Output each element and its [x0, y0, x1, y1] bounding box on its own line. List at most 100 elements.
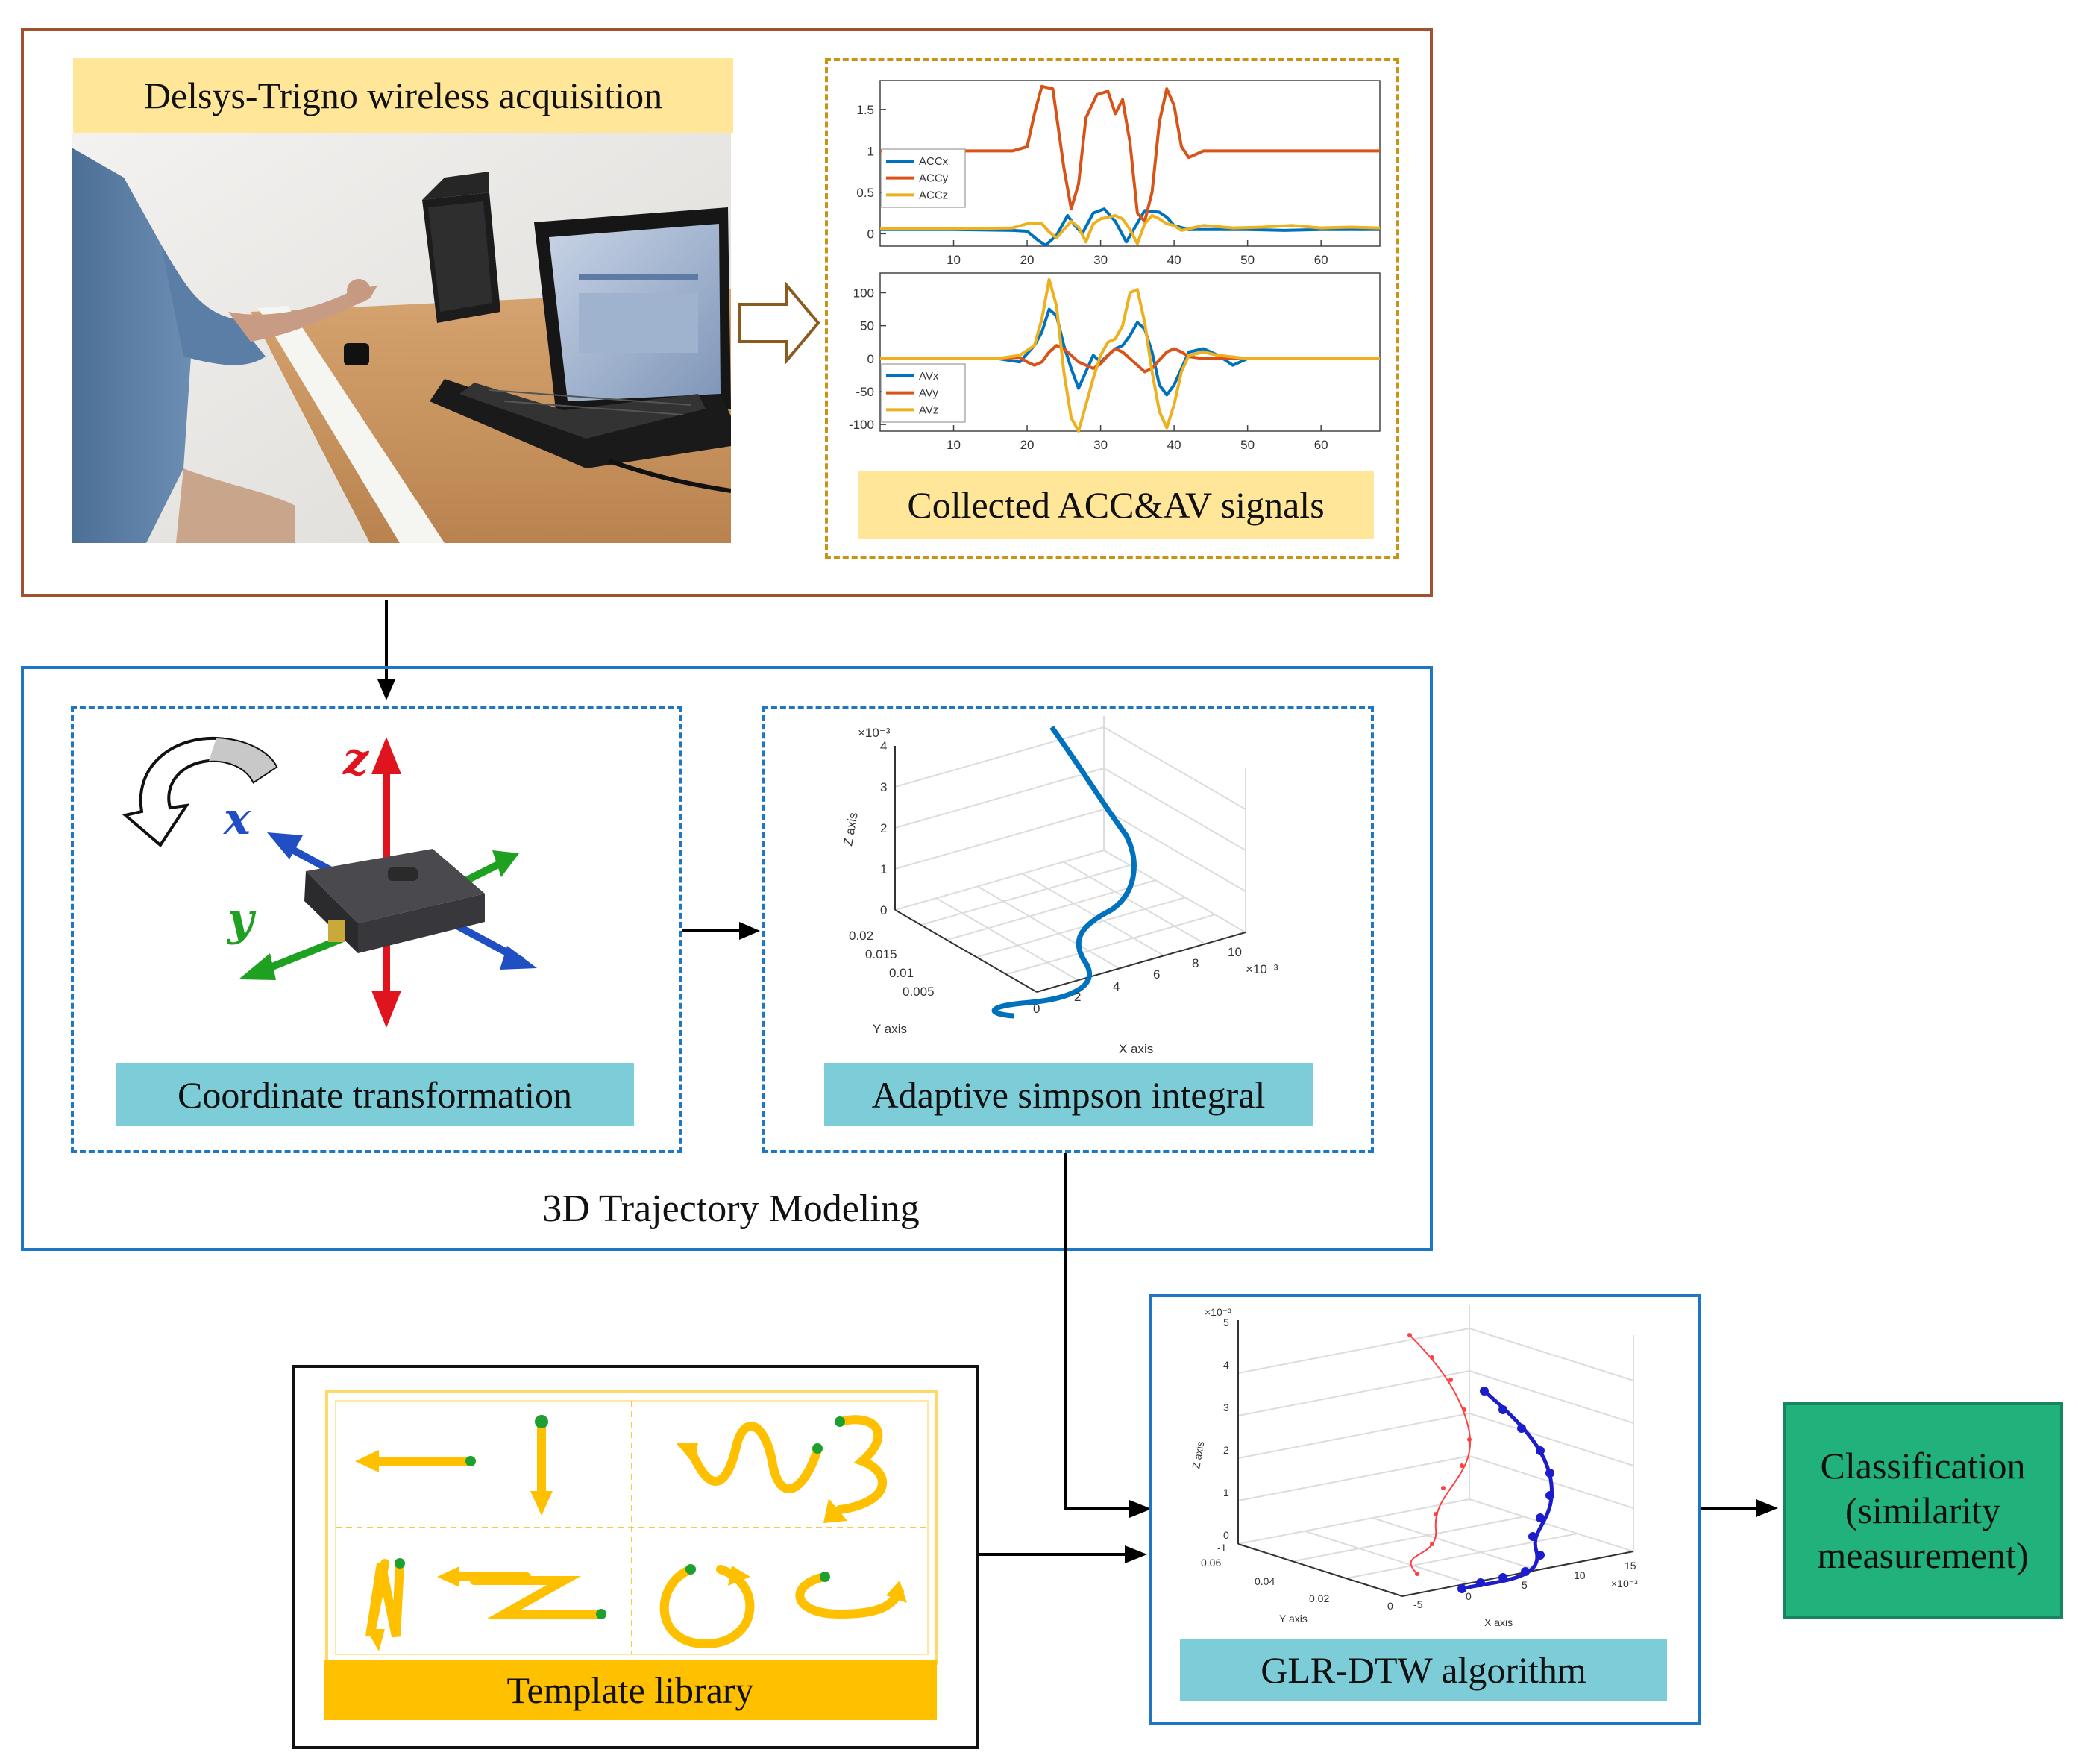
svg-text:×10⁻³: ×10⁻³	[1611, 1578, 1638, 1589]
x-tick-label: 30	[1093, 438, 1108, 452]
y-tick-label: 1.5	[856, 103, 874, 117]
x-tick-label: 50	[1240, 438, 1255, 452]
trajectory-3d-plot: ×10⁻³ 4 3 2 1 0 0.02 0.015 0.01 0.005 0 …	[841, 716, 1278, 1056]
x-tick-label: 40	[1167, 253, 1181, 267]
svg-text:Z axis: Z axis	[1190, 1440, 1206, 1470]
svg-text:1: 1	[880, 862, 887, 876]
svg-text:5: 5	[1223, 1316, 1229, 1328]
arrow-down-icon	[530, 1491, 553, 1516]
svg-text:2: 2	[1074, 990, 1081, 1004]
series-line-avy	[880, 344, 1380, 374]
modeling-panel	[21, 666, 1433, 1251]
svg-text:0: 0	[1466, 1590, 1472, 1602]
template-grid	[325, 1390, 938, 1665]
x-tick-label: 60	[1314, 253, 1328, 267]
svg-text:15: 15	[1625, 1560, 1636, 1572]
svg-text:0.01: 0.01	[889, 966, 914, 980]
svg-text:4: 4	[880, 739, 887, 753]
svg-text:X axis: X axis	[1119, 1042, 1153, 1056]
y-tick-label: 50	[860, 319, 874, 333]
acquisition-panel	[21, 28, 1433, 597]
svg-text:5: 5	[1522, 1579, 1528, 1591]
connector-coord-to-simpson	[682, 922, 760, 940]
svg-text:×10⁻³: ×10⁻³	[1205, 1306, 1231, 1318]
classification-line-3: measurement)	[1817, 1534, 2029, 1576]
svg-text:×10⁻³: ×10⁻³	[1246, 962, 1278, 976]
glr-panel	[1149, 1294, 1701, 1725]
svg-text:X axis: X axis	[1484, 1616, 1513, 1628]
template-panel	[292, 1365, 979, 1749]
y-tick-label: 0.5	[856, 186, 874, 200]
svg-text:0: 0	[880, 903, 887, 917]
y-tick-label: 0	[867, 352, 874, 366]
legend-label: AVx	[919, 370, 939, 383]
x-tick-label: 10	[947, 253, 961, 267]
series-line-accx	[880, 207, 1380, 247]
sensor-axes-illustration: z x y	[122, 733, 537, 1028]
svg-text:4: 4	[1113, 979, 1120, 994]
legend-label: ACCx	[919, 155, 949, 168]
x-tick-label: 30	[1093, 253, 1108, 267]
right-arrow-hollow-icon	[738, 282, 820, 364]
connector-template-to-glr	[979, 1545, 1147, 1563]
legend-label: AVy	[919, 387, 938, 400]
svg-text:z: z	[342, 733, 370, 785]
classification-line-2: (similarity	[1845, 1490, 2001, 1531]
x-tick-label: 40	[1167, 438, 1181, 452]
series-line-avz	[880, 277, 1380, 433]
svg-text:1: 1	[1223, 1487, 1229, 1498]
x-tick-label: 20	[1020, 438, 1035, 452]
svg-text:0.04: 0.04	[1255, 1575, 1275, 1587]
simpson-panel	[762, 706, 1374, 1153]
svg-text:0.015: 0.015	[865, 947, 897, 961]
svg-text:3: 3	[1223, 1402, 1229, 1413]
svg-text:2: 2	[1223, 1444, 1229, 1456]
svg-text:×10⁻³: ×10⁻³	[858, 726, 891, 740]
wrist-sensor	[344, 343, 369, 365]
query-trajectory	[1409, 1334, 1472, 1575]
legend-label: AVz	[919, 404, 938, 416]
y-tick-label: -50	[856, 385, 874, 399]
y-tick-label: -100	[849, 418, 874, 432]
arrow-left-icon	[355, 1450, 379, 1472]
template-trajectory	[1461, 1390, 1554, 1591]
y-tick-label: 0	[867, 227, 874, 241]
legend-label: ACCz	[919, 189, 948, 201]
simpson-label: Adaptive simpson integral	[824, 1063, 1313, 1126]
x-tick-label: 10	[947, 438, 961, 452]
svg-text:0.02: 0.02	[849, 929, 873, 943]
svg-text:-5: -5	[1413, 1598, 1423, 1610]
acquisition-photo	[72, 133, 731, 543]
svg-text:y: y	[226, 894, 257, 946]
svg-text:3: 3	[880, 780, 887, 794]
svg-text:8: 8	[1192, 956, 1199, 970]
svg-text:10: 10	[1228, 945, 1242, 959]
svg-text:Z axis: Z axis	[841, 812, 861, 847]
glr-label: GLR-DTW algorithm	[1180, 1639, 1667, 1701]
coord-panel	[71, 706, 682, 1153]
svg-text:0.02: 0.02	[1309, 1592, 1329, 1604]
x-tick-label: 20	[1020, 253, 1035, 267]
template-label: Template library	[324, 1660, 937, 1720]
svg-text:0: 0	[1387, 1600, 1393, 1612]
signals-panel	[825, 58, 1399, 559]
y-tick-label: 1	[867, 144, 874, 158]
modeling-title: 3D Trajectory Modeling	[542, 1187, 920, 1230]
classification-box: Classification (similarity measurement)	[1783, 1402, 2063, 1619]
svg-text:6: 6	[1153, 967, 1160, 982]
connector-glr-to-classification	[1701, 1499, 1778, 1517]
svg-text:0.06: 0.06	[1201, 1557, 1221, 1569]
svg-text:0: 0	[1033, 1002, 1040, 1016]
svg-text:-1: -1	[1217, 1542, 1227, 1554]
series-line-accy	[880, 84, 1380, 223]
acquisition-title: Delsys-Trigno wireless acquisition	[73, 58, 733, 133]
glr-3d-plot: ×10⁻³ 5 4 3 2 1 0 -1 0.06 0.04 0.02 0 -5…	[1190, 1305, 1638, 1628]
x-tick-label: 50	[1240, 253, 1255, 267]
coord-label: Coordinate transformation	[116, 1063, 634, 1126]
signals-label: Collected ACC&AV signals	[858, 471, 1374, 539]
svg-text:Y axis: Y axis	[873, 1022, 907, 1036]
trajectory-curve	[991, 725, 1137, 1019]
svg-text:10: 10	[1574, 1569, 1586, 1581]
